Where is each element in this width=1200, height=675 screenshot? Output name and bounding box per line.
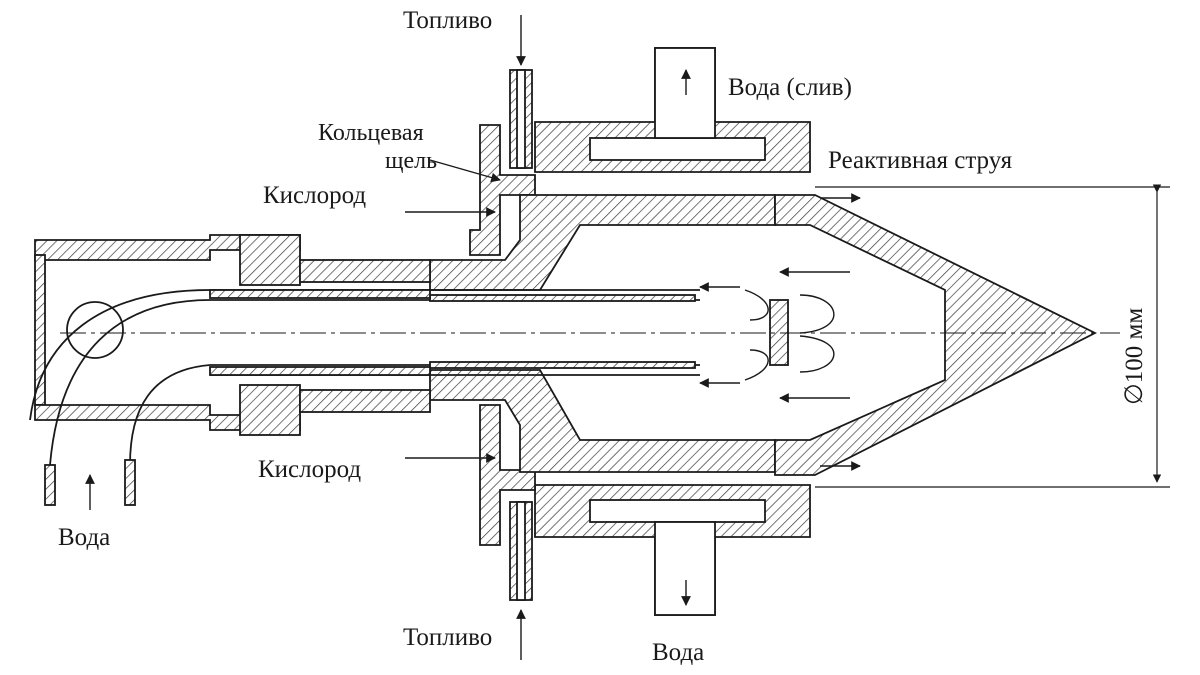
label-diameter: ∅100 мм [1121, 308, 1148, 405]
flange-top [469, 124, 536, 256]
label-fuel-top: Топливо [403, 7, 492, 34]
water-jacket-top [534, 47, 811, 173]
label-water-in: Вода [58, 524, 110, 551]
label-water-out: Вода [652, 639, 704, 666]
water-inlet-bend [29, 289, 211, 506]
fuel-tube-bottom [509, 501, 533, 601]
label-annular-gap-line1: Кольцевая [318, 120, 424, 146]
label-jet: Реактивная струя [828, 147, 1013, 174]
label-annular-gap-line2: щель [385, 148, 437, 174]
flow-arrows [85, 15, 861, 660]
label-water-drain: Вода (слив) [728, 74, 852, 101]
central-tube [209, 289, 789, 376]
nozzle-cone [774, 194, 1098, 476]
fuel-tube-top [509, 69, 533, 169]
label-oxygen-top: Кислород [263, 182, 366, 209]
water-jacket-bottom [534, 484, 811, 616]
flange-bottom [479, 404, 536, 546]
label-fuel-bottom: Топливо [403, 624, 492, 651]
label-oxygen-bottom: Кислород [258, 456, 361, 483]
diameter-dimension [815, 184, 1170, 488]
rear-housing [34, 234, 431, 436]
